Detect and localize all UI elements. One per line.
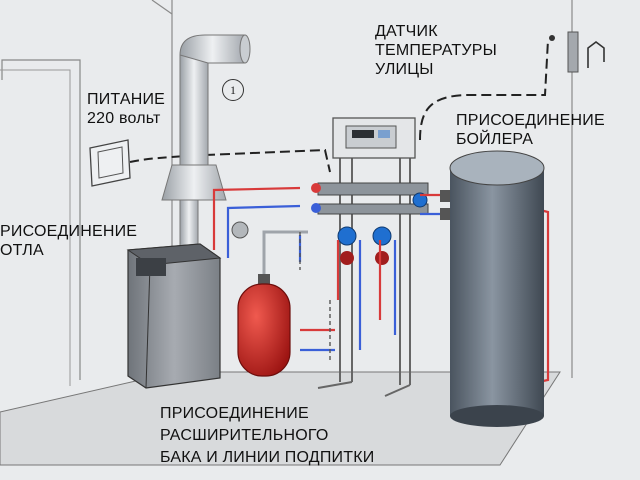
power-label-line: 220 вольт [87, 110, 161, 127]
dashed-feed-lines [299, 232, 331, 360]
power-label-line: ПИТАНИЕ [87, 91, 166, 108]
boiler-tank-label-line: ПРИСОЕДИНЕНИЕ [456, 112, 605, 129]
outdoor-sensor-label: ДАТЧИК ТЕМПЕРАТУРЫ УЛИЦЫ [375, 22, 497, 79]
valve-icon [231, 183, 389, 265]
return-header [317, 203, 429, 215]
expansion-tank [237, 274, 291, 377]
heater-label-line: ОТЛА [0, 242, 44, 259]
power-cable [129, 155, 186, 163]
flue-pipe [161, 34, 251, 249]
wall-socket-icon [89, 139, 131, 187]
supply-header [317, 182, 429, 196]
pump-icon [337, 192, 428, 246]
doorway-inner [0, 69, 71, 386]
boiler-tank-label: ПРИСОЕДИНЕНИЕ БОЙЛЕРА [456, 111, 605, 149]
manifold-frame [317, 117, 416, 397]
control-panel-icon [352, 130, 390, 138]
doorway [1, 59, 81, 380]
wall-corner-line-top [151, 0, 173, 15]
heater-unit [126, 243, 222, 389]
temperature-sensor-icon [549, 31, 605, 73]
callout-number: 1 [222, 79, 244, 101]
outdoor-sensor-label-line: ТЕМПЕРАТУРЫ [375, 42, 497, 59]
boiler-tank [440, 150, 545, 427]
expansion-tank-label-line: ПРИСОЕДИНЕНИЕ [160, 405, 309, 422]
expansion-tank-label: ПРИСОЕДИНЕНИЕ РАСШИРИТЕЛЬНОГО БАКА И ЛИН… [160, 403, 374, 469]
boiler-tank-label-line: БОЙЛЕРА [456, 131, 534, 148]
expansion-tank-label-line: БАКА И ЛИНИИ ПОДПИТКИ [160, 449, 375, 466]
power-label: ПИТАНИЕ 220 вольт [87, 90, 165, 128]
expansion-line [262, 230, 308, 276]
heater-label-line: РИСОЕДИНЕНИЕ [0, 223, 138, 240]
heater-label: РИСОЕДИНЕНИЕ ОТЛА [0, 222, 137, 260]
outdoor-sensor-label-line: ДАТЧИК [375, 23, 438, 40]
expansion-tank-label-line: РАСШИРИТЕЛЬНОГО [160, 427, 329, 444]
outdoor-sensor-label-line: УЛИЦЫ [375, 61, 434, 78]
sensor-cable [204, 39, 549, 173]
